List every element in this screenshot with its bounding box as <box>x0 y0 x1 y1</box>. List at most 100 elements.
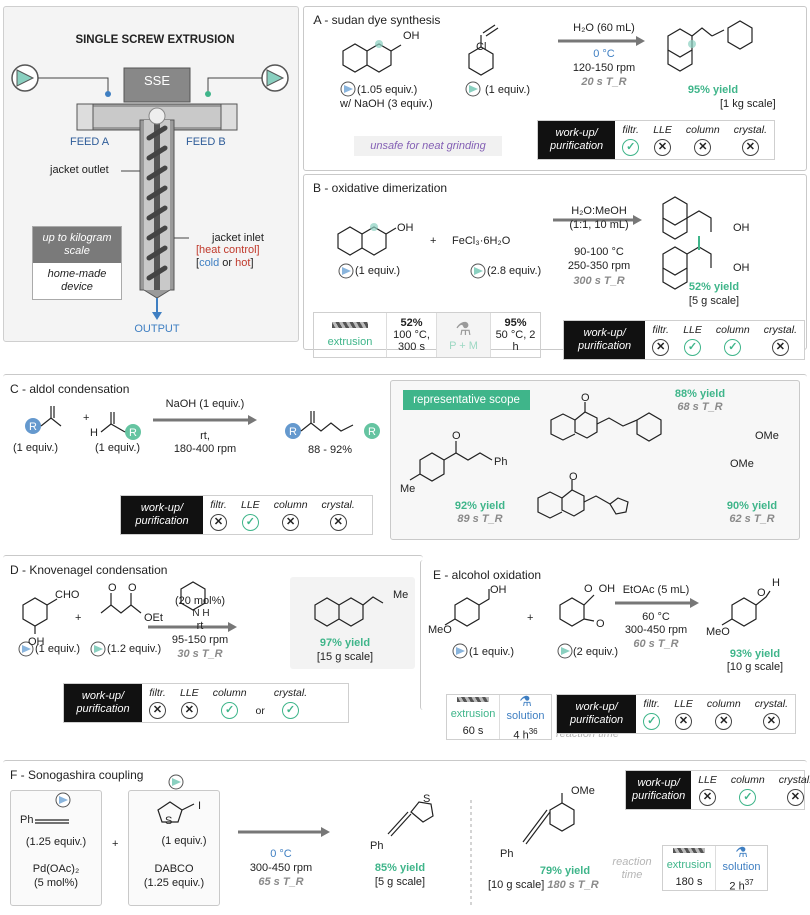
check-icon: ✓ <box>221 702 239 719</box>
b-oh2: OH <box>733 222 750 234</box>
cross-icon: ✕ <box>329 514 347 531</box>
check-icon: ✓ <box>684 339 702 356</box>
a-r1-eq: (1.05 equiv.) <box>357 84 418 96</box>
a-workup-table: work-up/ purification filtr.✓ LLE✕ colum… <box>537 120 775 160</box>
cross-icon: ✕ <box>771 339 789 356</box>
d-r2-et: OEt <box>144 612 163 624</box>
d-rpm: 95-150 rpm <box>171 634 229 646</box>
b-workup-table: work-up/ purification filtr.✕ LLE✓ colum… <box>563 320 805 360</box>
f-reagent-box-1 <box>10 790 102 906</box>
b-rpm: 250-350 rpm <box>567 260 631 272</box>
f-p2-yield: 79% yield <box>539 865 591 877</box>
f-tr: 65 s T_R <box>258 876 304 888</box>
b-oh1: OH <box>397 222 414 234</box>
f-p1-ph: Ph <box>370 840 384 852</box>
panel-a-title: AA - sudan dye synthesis <box>313 13 441 27</box>
check-icon: ✓ <box>739 789 757 806</box>
cross-icon: ✕ <box>741 139 759 156</box>
e-scale: [10 g scale] <box>726 661 784 673</box>
panel-b-title: B - oxidative dimerization <box>313 181 448 195</box>
panel-d-title: D - Knovenagel condensation <box>10 563 168 577</box>
panel-c-structures <box>25 406 380 440</box>
c-workup-table: work-up/ purification filtr.✕ LLE✓ colum… <box>120 495 373 535</box>
e-yield: 93% yield <box>729 648 781 660</box>
sse-device-label: SSE <box>143 73 170 88</box>
workup-label: work-up/ purification <box>538 121 616 159</box>
f-base: DABCO <box>154 863 194 875</box>
a-yield: 95% yield <box>687 84 739 96</box>
check-icon: ✓ <box>622 139 640 156</box>
cross-icon: ✕ <box>675 713 693 730</box>
panel-b-structures <box>337 196 712 290</box>
b-comparison-table: extrusion 52%100 °C, 300 s ⚗P + M 95%50 … <box>313 312 541 358</box>
cross-icon: ✕ <box>694 139 712 156</box>
a-r2-eq: (1 equiv.) <box>485 84 531 96</box>
cross-icon: ✕ <box>149 702 166 719</box>
output-label: OUTPUT <box>134 323 180 335</box>
e-temp: 60 °C <box>642 611 670 623</box>
c-r1-eq: (1 equiv.) <box>13 442 59 454</box>
a-cond1: H₂O (60 mL) <box>573 22 635 34</box>
c-s1-ph: Ph <box>494 456 508 468</box>
f-p2-ome: OMe <box>571 785 595 797</box>
b-r2-eq: (2.8 equiv.) <box>487 265 542 277</box>
panel-f-structures <box>35 774 575 905</box>
d-prod-me: Me <box>393 589 409 601</box>
e-solvent: EtOAc (5 mL) <box>622 584 690 596</box>
d-cat-nh: N H <box>192 608 210 619</box>
e-prod-meo: MeO <box>706 626 730 638</box>
b-cond1: H₂O:MeOH <box>571 205 627 217</box>
b-cond2: (1:1, 10 mL) <box>569 219 629 231</box>
d-workup-table: work-up/ purification filtr.✕ LLE✕ colum… <box>63 683 349 723</box>
c-s2-yield: 88% yield <box>674 388 726 400</box>
cross-icon: ✕ <box>699 789 717 806</box>
f-r2-eq: (1 equiv.) <box>161 835 207 847</box>
f-rpm: 300-450 rpm <box>249 862 313 874</box>
mortar-pestle-icon: ⚗ <box>455 318 472 339</box>
f-cat: Pd(OAc)₂ <box>32 863 80 875</box>
scale-bottom: home-made device <box>47 267 107 293</box>
d-tr: 30 s T_R <box>177 648 223 660</box>
d-r2-eq: (1.2 equiv.) <box>107 643 162 655</box>
b-r1-eq: (1 equiv.) <box>355 265 401 277</box>
f-r1-eq: (1.25 equiv.) <box>25 836 87 848</box>
a-rpm: 120-150 rpm <box>572 62 636 74</box>
c-cond2: rt, <box>200 430 210 442</box>
c-h: H <box>90 427 98 439</box>
b-r2: FeCl₃·6H₂O <box>452 235 511 247</box>
d-cat: (20 mol%) <box>174 595 226 607</box>
e-r1-eq: (1 equiv.) <box>469 646 515 658</box>
panel-e-structures <box>444 589 771 659</box>
a-temp: 0 °C <box>593 48 615 60</box>
c-yield-range: 88 - 92% <box>307 444 353 456</box>
a-r1-base: w/ NaOH (3 equiv.) <box>340 98 433 110</box>
cross-icon: ✕ <box>762 713 780 730</box>
panel-f-title: F - Sonogashira coupling <box>10 768 144 782</box>
scale-top: up to kilogram scale <box>33 227 121 263</box>
f-r2-i: I <box>198 800 202 812</box>
c-r-label-3: R <box>289 426 297 438</box>
b-scale: [5 g scale] <box>688 295 740 307</box>
e-tr: 60 s T_R <box>633 638 679 650</box>
c-scope-title: representative scope <box>403 390 530 410</box>
cross-icon: ✕ <box>210 514 227 531</box>
f-plus: + <box>112 838 119 850</box>
panel-a-structures <box>340 20 753 97</box>
check-icon: ✓ <box>241 514 259 531</box>
c-s2-ome1: OMe <box>755 430 779 442</box>
e-r2-o: O <box>596 618 605 630</box>
c-rpm: 180-400 rpm <box>173 443 237 455</box>
c-r-label-4: R <box>368 426 376 438</box>
d-yield: 97% yield <box>319 637 371 649</box>
c-cond1: NaOH (1 equiv.) <box>165 398 245 410</box>
a-oh: OH <box>403 30 420 42</box>
c-r-label-2: R <box>129 427 137 439</box>
panel-d-structures <box>18 577 415 669</box>
f-reaction-time: reaction time <box>612 856 652 881</box>
sse-title: SINGLE SCREW EXTRUSION <box>75 34 235 46</box>
b-plus: + <box>430 235 437 247</box>
c-scope-structures <box>409 402 662 519</box>
cross-icon: ✕ <box>180 702 198 719</box>
